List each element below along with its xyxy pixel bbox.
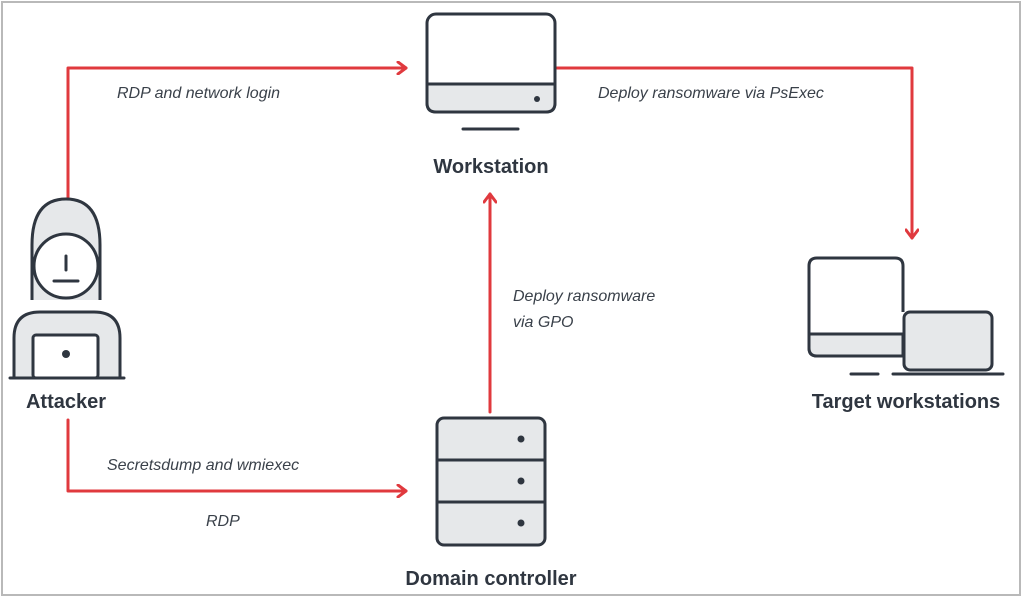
edge-label-secretsdump-wmiexec: Secretsdump and wmiexec: [107, 457, 299, 474]
target-workstations-label: Target workstations: [812, 391, 1001, 413]
target-workstations-node: Target workstations: [807, 256, 1005, 413]
edge-label-deploy-gpo-line1: Deploy ransomware: [513, 288, 655, 305]
edge-label-rdp-network-login: RDP and network login: [117, 85, 280, 102]
edge-attacker-to-dc: [66, 418, 408, 491]
edge-workstation-to-targets: [555, 66, 912, 240]
desktop-and-laptop-icon: [807, 256, 1005, 376]
attacker-label: Attacker: [26, 391, 106, 413]
edge-label-deploy-gpo-line2: via GPO: [513, 314, 573, 331]
server-rack-icon: [435, 416, 547, 547]
monitor-icon: [425, 12, 557, 131]
edge-attacker-to-workstation: [66, 68, 408, 200]
domain-controller-label: Domain controller: [405, 568, 576, 590]
workstation-label: Workstation: [433, 156, 548, 178]
hacker-with-laptop-icon: [8, 197, 126, 380]
workstation-node: Workstation: [425, 12, 557, 178]
domain-controller-node: Domain controller: [405, 416, 577, 590]
edge-label-rdp: RDP: [206, 513, 240, 530]
edge-label-deploy-psexec: Deploy ransomware via PsExec: [598, 85, 824, 102]
attacker-node: Attacker: [8, 197, 126, 413]
